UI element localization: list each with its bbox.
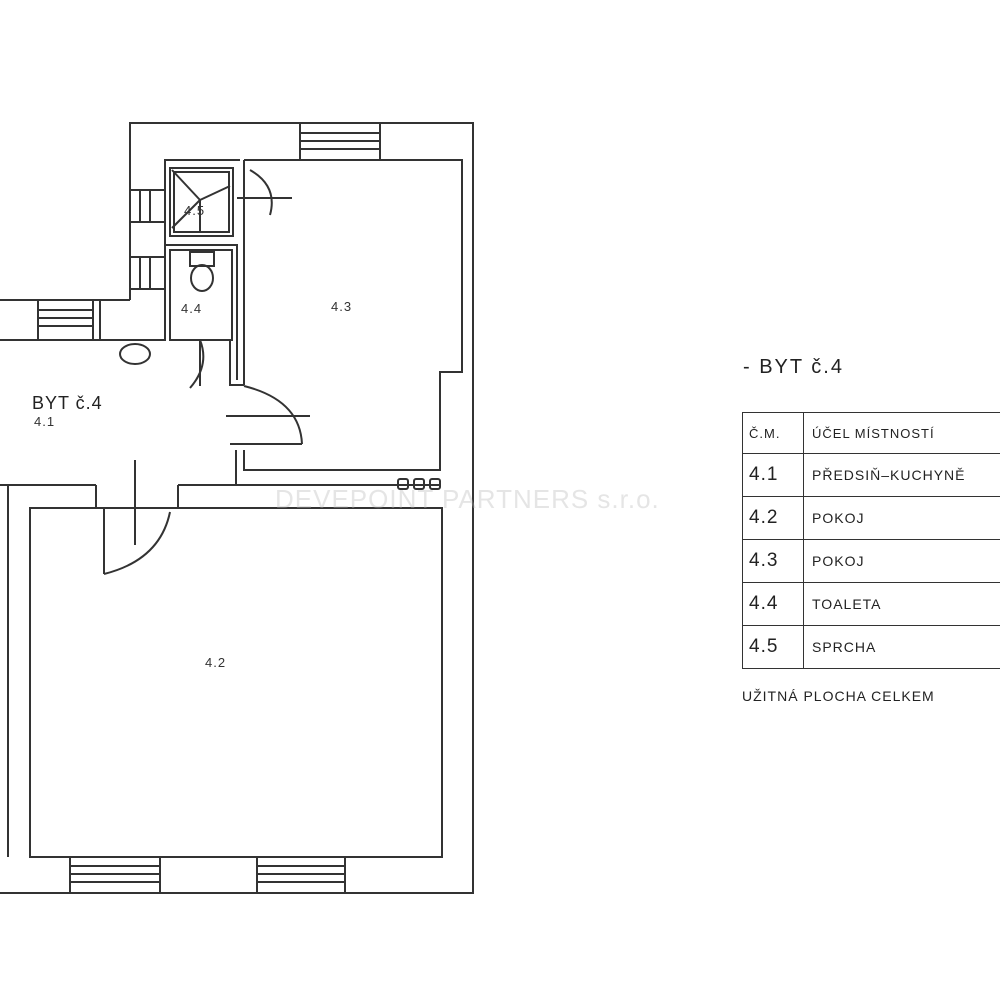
legend-room-number: 4.4 <box>742 582 804 626</box>
legend-room-purpose: PŘEDSIŇ–KUCHYNĚ <box>803 453 1000 497</box>
legend-row: 4.5 SPRCHA <box>742 625 1000 669</box>
legend-room-number: 4.1 <box>742 453 804 497</box>
room-4-2-outline <box>29 507 443 858</box>
room-label-4-2: 4.2 <box>205 655 227 670</box>
sink-icon <box>119 343 151 365</box>
inner-wall <box>0 159 440 508</box>
legend-room-purpose: SPRCHA <box>803 625 1000 669</box>
room-label-4-5: 4.5 <box>184 203 206 218</box>
vent-icon <box>397 478 441 490</box>
legend-row: 4.2 POKOJ <box>742 496 1000 540</box>
legend-room-purpose: POKOJ <box>803 539 1000 583</box>
toilet-bowl <box>189 251 215 267</box>
legend-room-number: 4.2 <box>742 496 804 540</box>
room-label-4-4: 4.4 <box>181 301 203 316</box>
room-4-3-outline <box>243 159 463 471</box>
legend-row: 4.1 PŘEDSIŇ–KUCHYNĚ <box>742 453 1000 497</box>
legend-room-number: 4.3 <box>742 539 804 583</box>
legend-row: 4.3 POKOJ <box>742 539 1000 583</box>
door-swing <box>243 385 303 445</box>
legend-total-label: UŽITNÁ PLOCHA CELKEM <box>742 688 935 704</box>
legend-room-purpose: TOALETA <box>803 582 1000 626</box>
legend-header-number: Č.M. <box>742 412 804 454</box>
room-legend-table: Č.M. ÚČEL MÍSTNOSTÍ 4.1 PŘEDSIŇ–KUCHYNĚ … <box>742 412 1000 669</box>
room-label-4-3: 4.3 <box>331 299 353 314</box>
window <box>37 122 381 894</box>
room-label-4-1: 4.1 <box>34 414 56 429</box>
legend-room-number: 4.5 <box>742 625 804 669</box>
watermark: DEVEPOINT PARTNERS s.r.o. <box>275 484 660 514</box>
legend-room-purpose: POKOJ <box>803 496 1000 540</box>
legend-row: 4.4 TOALETA <box>742 582 1000 626</box>
legend-title: - BYT č.4 <box>743 356 844 378</box>
legend-header-purpose: ÚČEL MÍSTNOSTÍ <box>803 412 1000 454</box>
legend-header-row: Č.M. ÚČEL MÍSTNOSTÍ <box>742 412 1000 454</box>
apartment-title: BYT č.4 <box>32 393 103 413</box>
shower-tray <box>169 167 234 237</box>
